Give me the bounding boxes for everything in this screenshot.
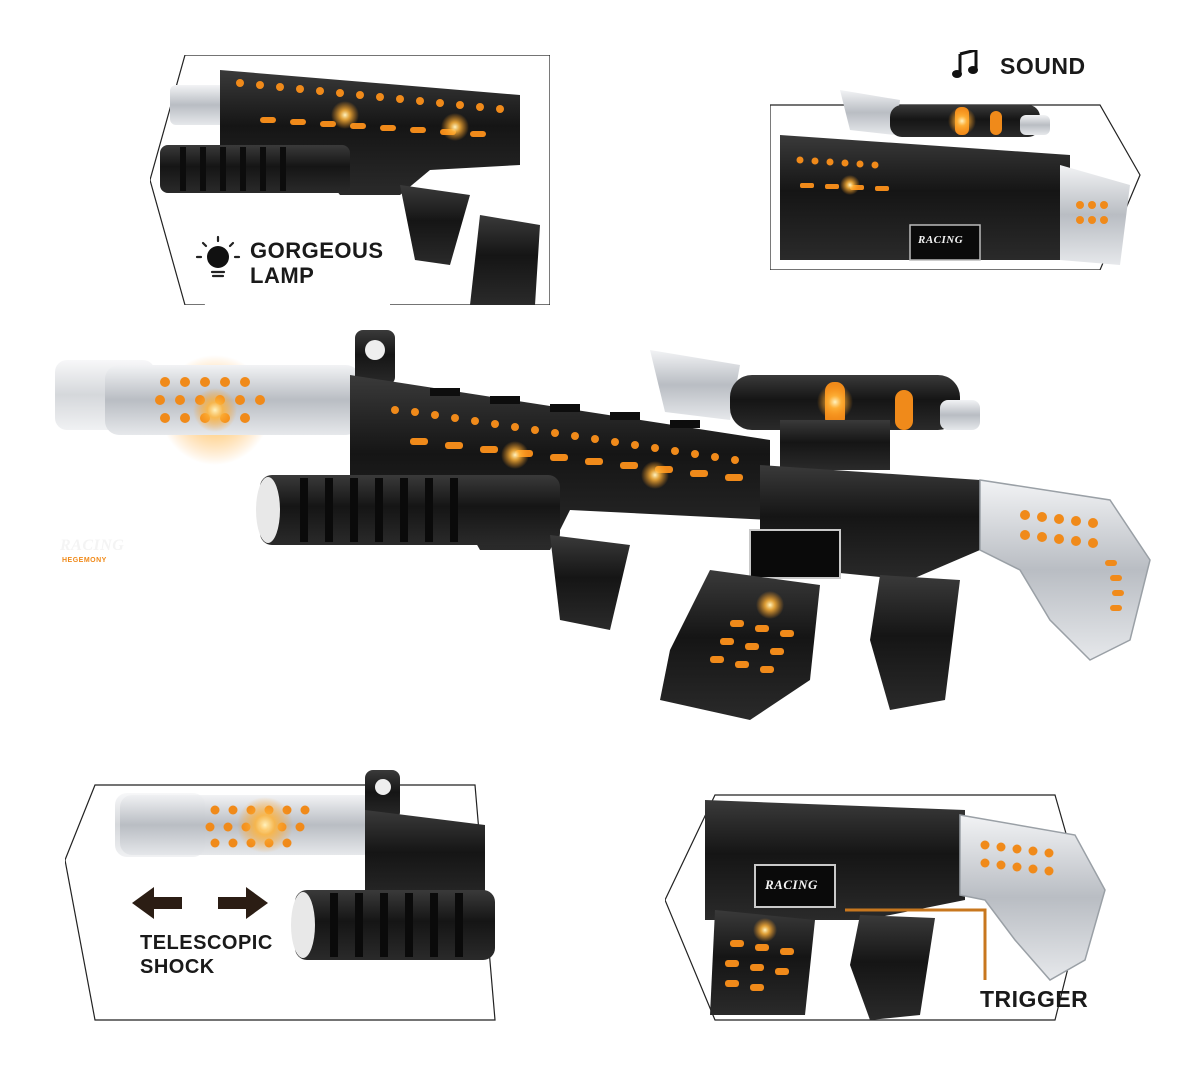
lamp-label-line1: GORGEOUS: [250, 238, 384, 263]
lamp-label-line2: LAMP: [250, 263, 315, 288]
shock-label-line2: SHOCK: [140, 956, 215, 978]
lamp-detail-image: [150, 55, 550, 305]
sound-label: SOUND: [1000, 53, 1086, 79]
main-logo-text: RACING: [60, 537, 125, 554]
trigger-detail-panel: RACING TRIGGER: [665, 790, 1145, 1025]
main-product-image: RACING HEGEMONY: [50, 320, 1160, 740]
trigger-detail-image: [665, 794, 1106, 1021]
sound-logo: RACING: [918, 234, 964, 246]
toy-gun-main: [55, 330, 1151, 720]
sound-detail-image: [770, 90, 1141, 270]
trigger-label: TRIGGER: [980, 986, 1089, 1012]
music-note-icon: [952, 50, 978, 78]
shock-label-line1: TELESCOPIC: [140, 932, 273, 954]
lamp-detail-panel: GORGEOUS LAMP: [150, 55, 550, 305]
arrows-left-right-icon: [132, 887, 268, 919]
sound-detail-panel: RACING SOUND: [770, 45, 1170, 270]
shock-detail-panel: TELESCOPIC SHOCK: [65, 765, 505, 1025]
lamp-icon: [195, 235, 241, 278]
main-logo-sub: HEGEMONY: [62, 557, 107, 564]
trigger-logo: RACING: [765, 877, 818, 892]
shock-detail-image: [65, 770, 496, 1021]
